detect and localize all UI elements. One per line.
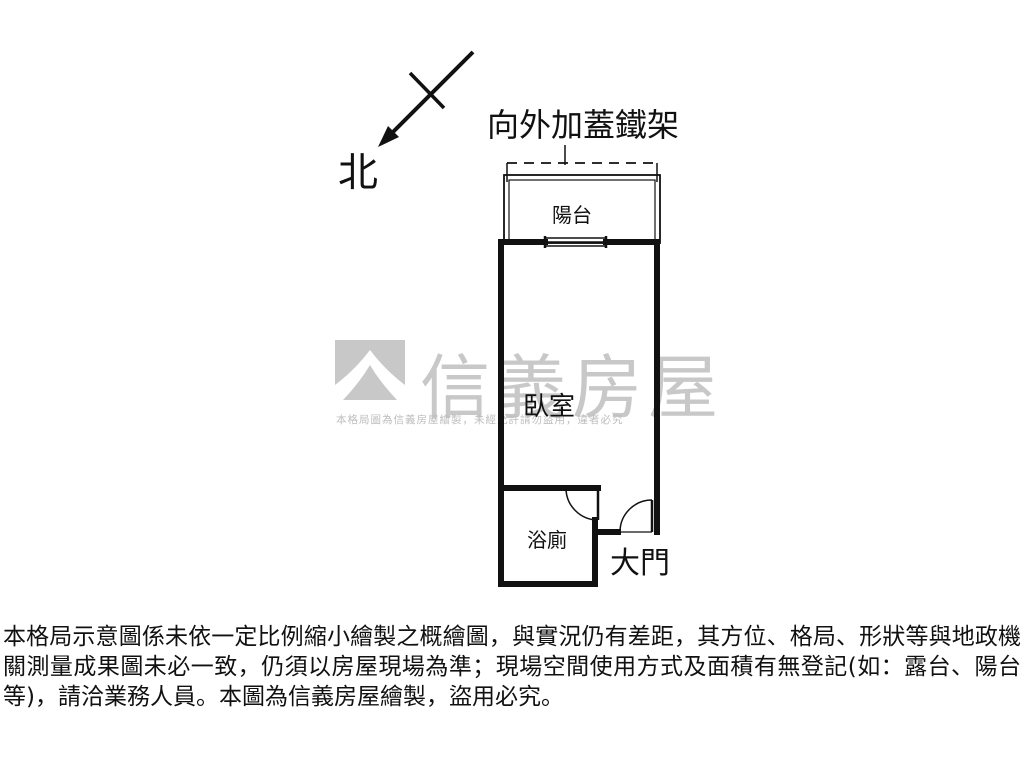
main-door-label: 大門 — [610, 546, 670, 581]
bedroom-label: 臥室 — [523, 392, 576, 422]
floor-plan — [378, 50, 661, 587]
disclaimer-text: 本格局示意圖係未依一定比例縮小繪製之概繪圖，與實況仍有差距，其方位、格局、形狀等… — [3, 624, 1021, 710]
balcony-outline — [503, 174, 661, 244]
main-door-swing — [619, 499, 654, 533]
balcony-label: 陽台 — [552, 203, 592, 227]
bathroom-door-swing — [565, 487, 600, 521]
north-arrow-icon — [378, 50, 475, 147]
bedroom-walls — [498, 239, 660, 587]
watermark-notice: 本格局圖為信義房屋繪製，未經允許請勿盜用，違者必究 — [336, 414, 624, 426]
sinyi-logo-icon — [335, 340, 405, 400]
balcony-sliding-door — [543, 236, 608, 248]
bathroom-label: 浴廁 — [527, 528, 567, 552]
extension-annotation: 向外加蓋鐵架 — [487, 106, 680, 144]
watermark-brand: 信義房屋 — [420, 347, 724, 429]
north-label: 北 — [338, 150, 378, 196]
extension-frame-outline — [506, 145, 658, 182]
